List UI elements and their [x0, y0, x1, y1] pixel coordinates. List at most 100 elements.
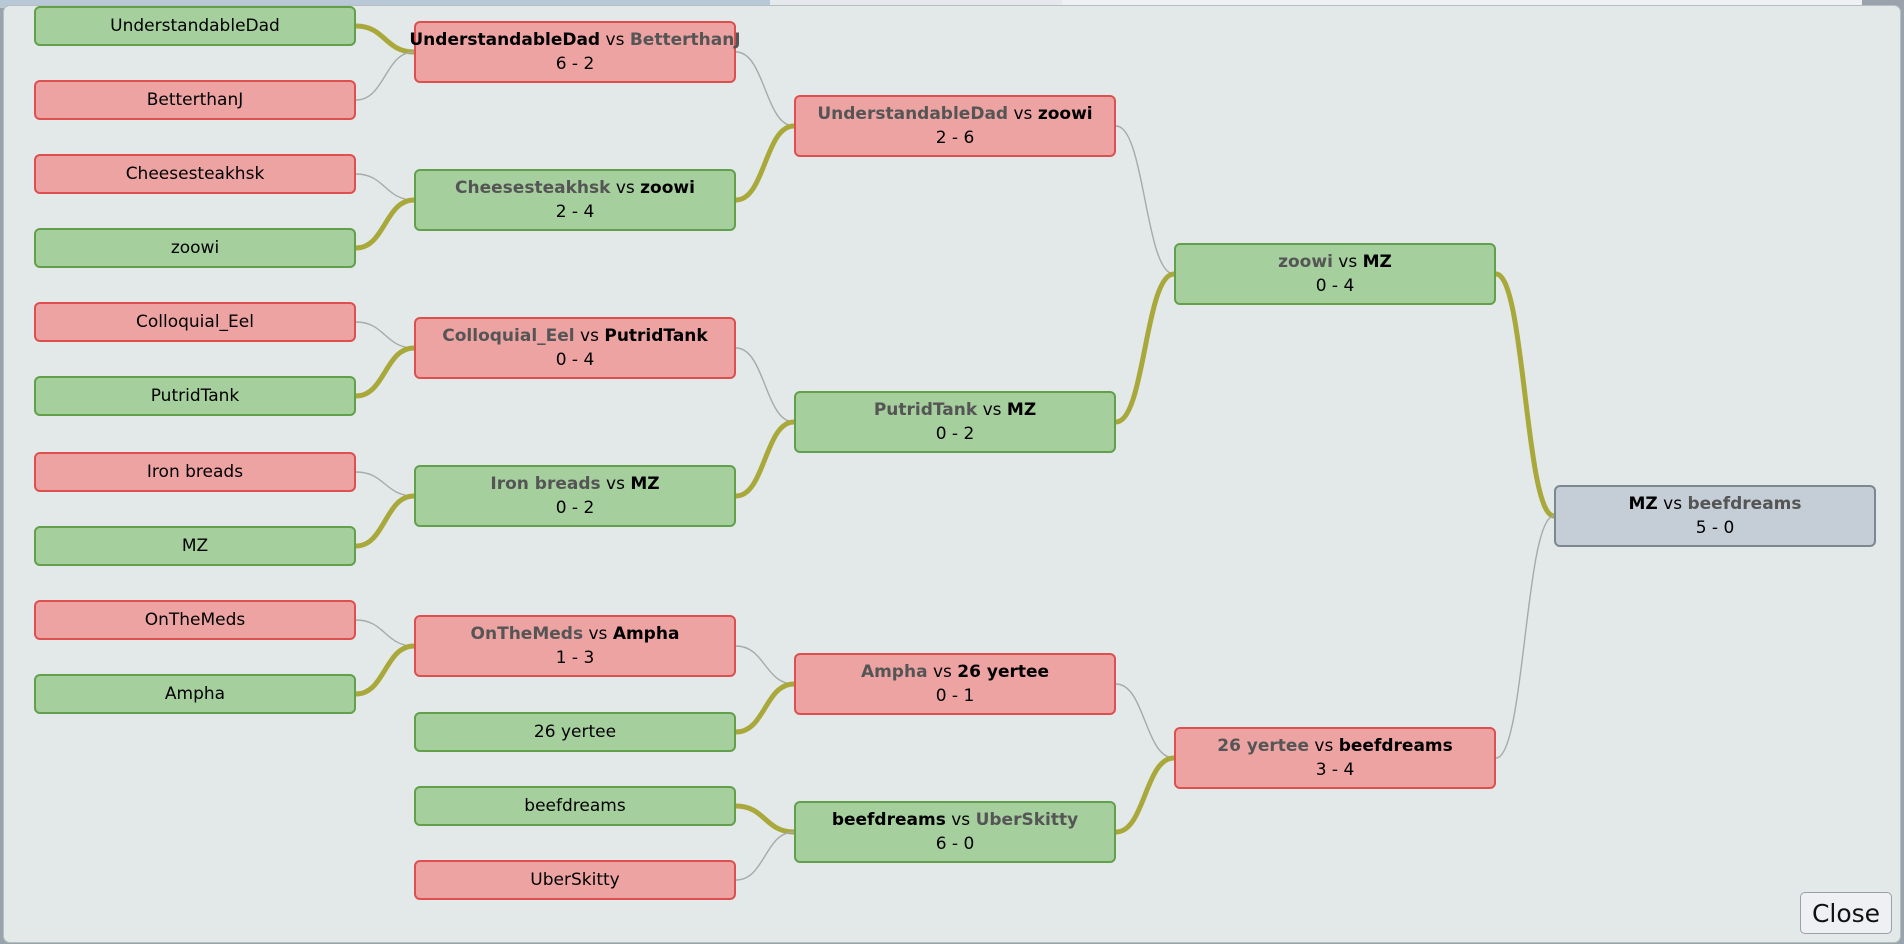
entrant-name: 26 yertee: [533, 722, 617, 742]
player-two: MZ: [1006, 400, 1037, 420]
player-one: Ampha: [860, 662, 928, 682]
player-one: MZ: [1628, 494, 1658, 514]
match-players: UnderstandableDad vs zoowi: [817, 102, 1092, 126]
entrant-uberskitty[interactable]: UberSkitty: [414, 860, 736, 900]
match-players: Colloquial_Eel vs PutridTank: [442, 324, 707, 348]
match-players: Iron breads vs MZ: [490, 472, 659, 496]
close-button[interactable]: Close: [1800, 892, 1892, 934]
loser-link: [355, 471, 415, 497]
entrant-name: PutridTank: [150, 386, 240, 406]
entrant-cheesesteakhsk[interactable]: Cheesesteakhsk: [34, 154, 356, 194]
entrant-26-yertee[interactable]: 26 yertee: [414, 712, 736, 752]
versus-label: vs: [1657, 494, 1688, 514]
entrant-name: OnTheMeds: [144, 610, 246, 630]
player-one: UnderstandableDad: [409, 30, 601, 50]
winner-link: [735, 803, 795, 835]
winner-link: [355, 197, 415, 251]
player-two: MZ: [1362, 252, 1392, 272]
entrant-beefdreams[interactable]: beefdreams: [414, 786, 736, 826]
match-score: 0 - 2: [555, 498, 595, 518]
match-players: MZ vs beefdreams: [1629, 492, 1802, 516]
winner-link: [735, 681, 795, 735]
entrant-name: UberSkitty: [530, 870, 620, 890]
match-score: 0 - 2: [935, 424, 975, 444]
match-score: 0 - 1: [935, 686, 975, 706]
player-two: beefdreams: [1338, 736, 1453, 756]
entrant-name: Ampha: [164, 684, 226, 704]
entrant-understandabledad[interactable]: UnderstandableDad: [34, 6, 356, 46]
player-two: PutridTank: [604, 326, 708, 346]
versus-label: vs: [927, 662, 958, 682]
entrant-onthemeds[interactable]: OnTheMeds: [34, 600, 356, 640]
player-two: beefdreams: [1687, 494, 1802, 514]
versus-label: vs: [583, 624, 613, 644]
loser-link: [735, 51, 795, 127]
player-one: beefdreams: [831, 810, 946, 830]
entrant-mz[interactable]: MZ: [34, 526, 356, 566]
versus-label: vs: [600, 30, 630, 50]
player-one: PutridTank: [873, 400, 978, 420]
match-players: 26 yertee vs beefdreams: [1217, 734, 1453, 758]
loser-link: [735, 347, 795, 423]
winner-link: [355, 345, 415, 399]
match-score: 6 - 2: [555, 54, 595, 74]
versus-label: vs: [945, 810, 976, 830]
match-players: beefdreams vs UberSkitty: [832, 808, 1078, 832]
versus-label: vs: [610, 178, 641, 198]
player-one: UnderstandableDad: [817, 104, 1009, 124]
match-score: 6 - 0: [935, 834, 975, 854]
versus-label: vs: [600, 474, 631, 494]
winner-link: [355, 643, 415, 697]
player-two: zoowi: [640, 178, 695, 198]
player-one: Colloquial_Eel: [442, 326, 575, 346]
loser-link: [355, 619, 415, 647]
entrant-name: Cheesesteakhsk: [125, 164, 265, 184]
match-score: 1 - 3: [555, 648, 595, 668]
match-players: Ampha vs 26 yertee: [861, 660, 1049, 684]
loser-link: [1115, 125, 1175, 275]
player-one: 26 yertee: [1217, 736, 1309, 756]
entrant-putridtank[interactable]: PutridTank: [34, 376, 356, 416]
loser-link: [735, 645, 795, 685]
versus-label: vs: [1309, 736, 1339, 756]
entrant-ampha[interactable]: Ampha: [34, 674, 356, 714]
player-one: Iron breads: [490, 474, 601, 494]
player-two: UberSkitty: [975, 810, 1079, 830]
entrant-zoowi[interactable]: zoowi: [34, 228, 356, 268]
background-strip: [770, 0, 1062, 8]
entrant-name: UnderstandableDad: [110, 16, 280, 36]
match-players: zoowi vs MZ: [1278, 250, 1392, 274]
versus-label: vs: [977, 400, 1007, 420]
winner-link: [1495, 271, 1555, 519]
versus-label: vs: [574, 326, 605, 346]
loser-link: [355, 321, 415, 349]
entrant-name: Colloquial_Eel: [136, 312, 254, 332]
entrant-name: Iron breads: [146, 462, 244, 482]
entrant-iron-breads[interactable]: Iron breads: [34, 452, 356, 492]
player-one: OnTheMeds: [470, 624, 584, 644]
player-one: Cheesesteakhsk: [455, 178, 611, 198]
match-players: PutridTank vs MZ: [874, 398, 1036, 422]
winner-link: [1115, 271, 1175, 425]
loser-link: [735, 831, 795, 881]
entrant-name: MZ: [181, 536, 209, 556]
winner-link: [735, 419, 795, 499]
loser-link: [355, 51, 415, 101]
winner-link: [355, 493, 415, 549]
entrant-betterthanj[interactable]: BetterthanJ: [34, 80, 356, 120]
entrant-colloquial-eel[interactable]: Colloquial_Eel: [34, 302, 356, 342]
match-score: 0 - 4: [555, 350, 595, 370]
